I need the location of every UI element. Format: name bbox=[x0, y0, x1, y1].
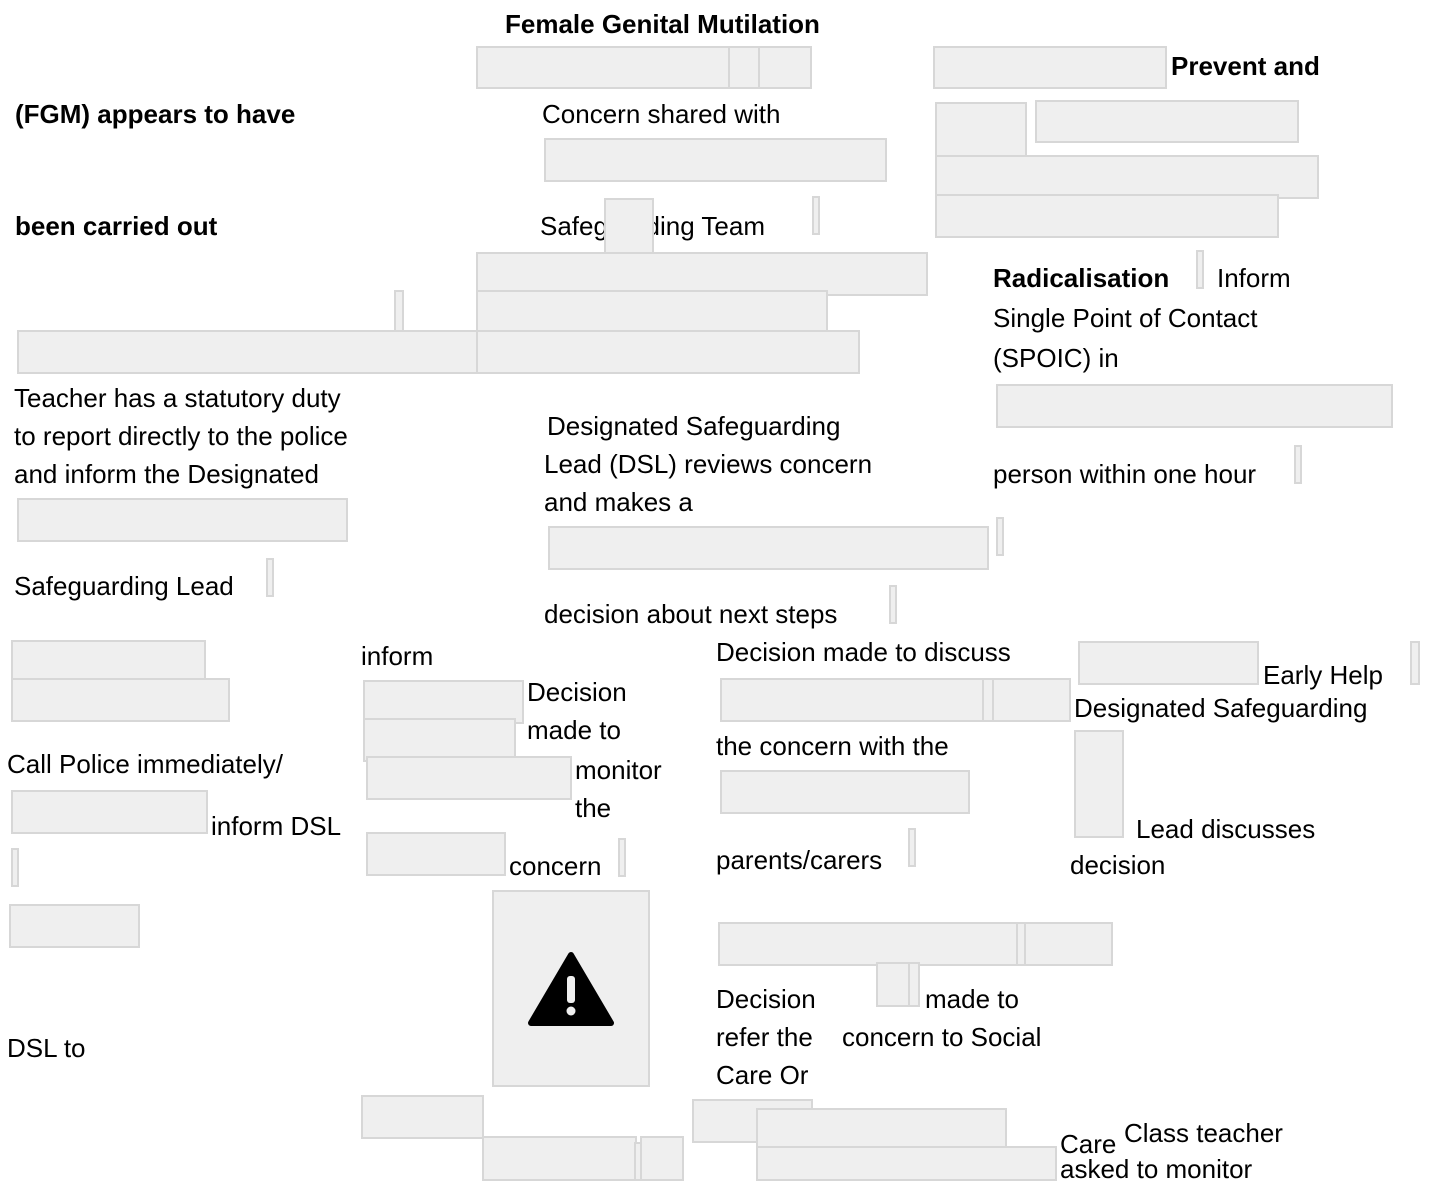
placeholder-box bbox=[361, 1095, 484, 1139]
early-help-text: Early Help bbox=[1263, 660, 1383, 690]
fgm-title: Female Genital Mutilation bbox=[505, 9, 820, 39]
class-teacher-text: Class teacher bbox=[1124, 1118, 1283, 1148]
placeholder-sliver bbox=[996, 517, 1004, 556]
lead-discusses-text: Lead discusses bbox=[1136, 814, 1316, 844]
image-error-panel bbox=[492, 890, 650, 1087]
placeholder-box bbox=[935, 102, 1027, 158]
teacher-duty-line2: to report directly to the police bbox=[14, 421, 348, 451]
fgm-heading-line3: been carried out bbox=[15, 211, 218, 241]
placeholder-box bbox=[933, 46, 1167, 89]
placeholder-sliver bbox=[266, 558, 274, 597]
inform-text: inform bbox=[361, 641, 434, 671]
decision-monitor-line4: the bbox=[575, 793, 612, 823]
placeholder-sliver bbox=[11, 848, 19, 887]
decision-monitor-line1: Decision bbox=[527, 677, 627, 707]
placeholder-box bbox=[728, 46, 760, 89]
fgm-heading-line2: (FGM) appears to have bbox=[15, 99, 296, 129]
placeholder-box bbox=[9, 904, 140, 948]
placeholder-sliver bbox=[394, 290, 404, 332]
concern-shared-text: Concern shared with bbox=[542, 99, 781, 129]
parents-carers-text: parents/carers bbox=[716, 845, 883, 875]
decision-monitor-line5: concern bbox=[509, 851, 602, 881]
placeholder-box bbox=[476, 330, 860, 374]
placeholder-sliver bbox=[812, 196, 820, 235]
placeholder-box bbox=[476, 290, 828, 334]
placeholder-box bbox=[476, 46, 730, 89]
placeholder-box bbox=[482, 1136, 637, 1181]
placeholder-box bbox=[640, 1136, 684, 1181]
care-text: Care bbox=[1060, 1129, 1117, 1159]
decision-discuss-text: Decision made to discuss bbox=[716, 637, 1011, 667]
teacher-duty-line3: and inform the Designated bbox=[14, 459, 319, 489]
placeholder-box bbox=[720, 770, 970, 814]
placeholder-box bbox=[548, 526, 989, 570]
placeholder-box bbox=[11, 790, 208, 834]
care-or-text: Care Or bbox=[716, 1060, 809, 1090]
placeholder-sliver bbox=[1410, 641, 1420, 685]
placeholder-box bbox=[366, 832, 506, 876]
decision-refer-line1: Decision bbox=[716, 984, 816, 1014]
prevent-and-heading: Prevent and bbox=[1171, 51, 1320, 81]
person-within-hour-text: person within one hour bbox=[993, 459, 1257, 489]
decision-next-steps-text: decision about next steps bbox=[544, 599, 838, 629]
placeholder-box bbox=[992, 678, 1071, 722]
teacher-duty-line1: Teacher has a statutory duty bbox=[14, 383, 341, 413]
asked-to-monitor-text: asked to monitor bbox=[1060, 1154, 1253, 1181]
placeholder-box bbox=[1074, 730, 1124, 838]
dsl-reviews-line3: and makes a bbox=[544, 487, 693, 517]
placeholder-box bbox=[363, 680, 524, 724]
placeholder-box bbox=[544, 138, 887, 182]
decision-text: decision bbox=[1070, 850, 1166, 880]
placeholder-box bbox=[11, 678, 230, 722]
placeholder-box bbox=[876, 962, 911, 1007]
placeholder-box bbox=[720, 678, 984, 722]
concern-social-text: concern to Social bbox=[842, 1022, 1042, 1052]
inform-dsl-text: inform DSL bbox=[211, 811, 342, 841]
dsl-reviews-line2: Lead (DSL) reviews concern bbox=[544, 449, 873, 479]
placeholder-box bbox=[996, 384, 1393, 428]
safeguarding-lead-text: Safeguarding Lead bbox=[14, 571, 234, 601]
inform-spoic-text: Inform bbox=[1217, 263, 1291, 293]
placeholder-box bbox=[935, 155, 1319, 199]
refer-the-text: refer the bbox=[716, 1022, 813, 1052]
designated-safeguarding-text: Designated Safeguarding bbox=[1074, 693, 1368, 723]
placeholder-sliver bbox=[1294, 445, 1302, 484]
concern-with-the-text: the concern with the bbox=[716, 731, 949, 761]
warning-icon bbox=[528, 951, 614, 1026]
placeholder-sliver bbox=[908, 828, 916, 867]
placeholder-sliver bbox=[1196, 250, 1204, 289]
placeholder-box bbox=[1024, 922, 1113, 966]
decision-monitor-line2: made to bbox=[527, 715, 621, 745]
placeholder-box bbox=[1078, 641, 1259, 685]
dsl-to-text: DSL to bbox=[7, 1033, 86, 1063]
placeholder-sliver bbox=[908, 962, 920, 1007]
decision-monitor-line3: monitor bbox=[575, 755, 662, 785]
made-to-text: made to bbox=[925, 984, 1019, 1014]
dsl-reviews-line1: Designated Safeguarding bbox=[547, 411, 841, 441]
placeholder-box bbox=[17, 498, 348, 542]
placeholder-sliver bbox=[889, 585, 897, 624]
placeholder-box bbox=[17, 330, 479, 374]
placeholder-box bbox=[756, 1146, 1057, 1181]
placeholder-box bbox=[935, 194, 1279, 238]
call-police-text: Call Police immediately/ bbox=[7, 749, 283, 779]
single-point-text: Single Point of Contact bbox=[993, 303, 1258, 333]
spoic-in-text: (SPOIC) in bbox=[993, 343, 1119, 373]
radicalisation-heading: Radicalisation bbox=[993, 263, 1170, 293]
placeholder-box bbox=[718, 922, 1020, 966]
placeholder-box bbox=[1035, 100, 1299, 143]
placeholder-box bbox=[366, 756, 572, 800]
placeholder-sliver bbox=[618, 838, 626, 877]
placeholder-box bbox=[476, 252, 928, 296]
placeholder-box bbox=[758, 46, 812, 89]
